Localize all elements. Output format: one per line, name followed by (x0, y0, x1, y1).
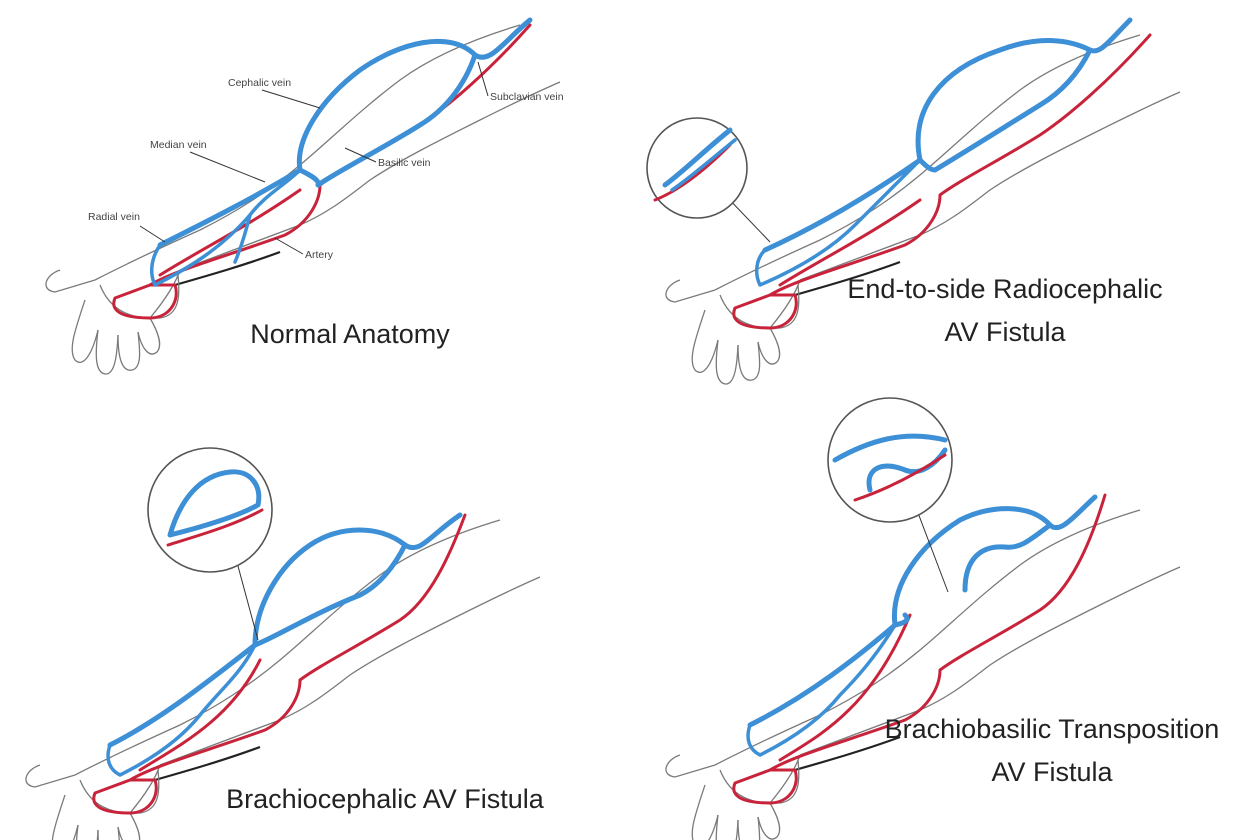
caption-radiocephalic-line2: AV Fistula (944, 317, 1066, 347)
caption-brachiocephalic: Brachiocephalic AV Fistula (226, 784, 545, 814)
panel-brachiocephalic-fistula: Brachiocephalic AV Fistula (26, 448, 545, 840)
label-basilic-vein: Basilic vein (378, 157, 431, 169)
label-median-vein: Median vein (150, 139, 207, 151)
caption-brachiobasilic-line2: AV Fistula (991, 757, 1113, 787)
caption-radiocephalic-line1: End-to-side Radiocephalic (847, 274, 1162, 304)
caption-normal-anatomy: Normal Anatomy (250, 319, 450, 349)
panel-brachiobasilic-fistula: Brachiobasilic Transposition AV Fistula (666, 398, 1219, 840)
label-artery: Artery (305, 249, 334, 261)
zoom-circle-radiocephalic (647, 118, 747, 218)
label-subclavian-vein: Subclavian vein (490, 91, 564, 103)
label-radial-vein: Radial vein (88, 211, 140, 223)
panel-radiocephalic-fistula: End-to-side Radiocephalic AV Fistula (647, 20, 1180, 384)
caption-brachiobasilic-line1: Brachiobasilic Transposition (885, 714, 1220, 744)
label-cephalic-vein: Cephalic vein (228, 77, 291, 89)
panel-normal-anatomy: Cephalic vein Subclavian vein Median vei… (46, 20, 564, 374)
